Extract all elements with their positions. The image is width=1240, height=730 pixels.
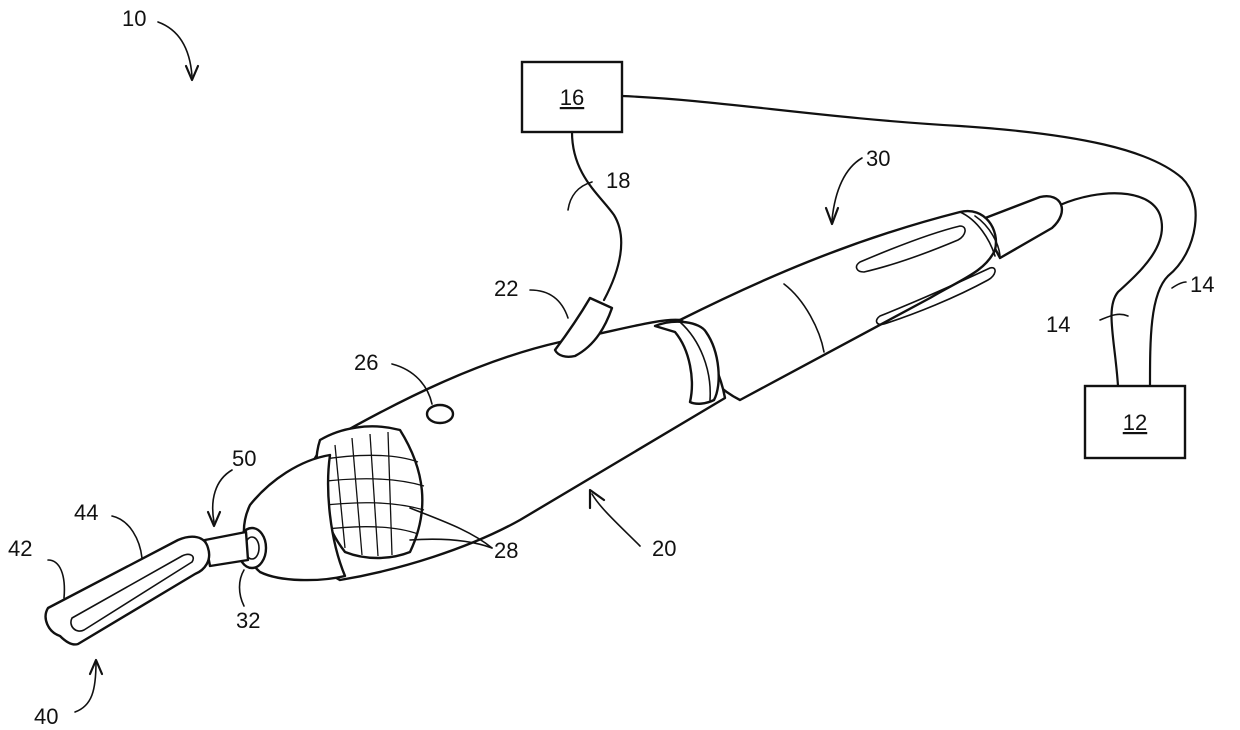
button-26 — [427, 405, 453, 423]
controller-label: 12 — [1123, 410, 1147, 435]
label-14-a: 14 — [1046, 312, 1070, 337]
label-26: 26 — [354, 350, 378, 375]
blade-42 — [46, 537, 209, 645]
label-22: 22 — [494, 276, 518, 301]
label-42: 42 — [8, 536, 32, 561]
label-10: 10 — [122, 6, 146, 31]
box-16-label: 16 — [560, 85, 584, 110]
label-20: 20 — [652, 536, 676, 561]
label-44: 44 — [74, 500, 98, 525]
label-32: 32 — [236, 608, 260, 633]
label-40: 40 — [34, 704, 58, 729]
rear-section — [680, 211, 996, 400]
label-18: 18 — [606, 168, 630, 193]
label-50: 50 — [232, 446, 256, 471]
controller-box-12: 12 — [1085, 386, 1185, 458]
line-18 — [572, 132, 621, 300]
cable-14 — [1060, 193, 1162, 386]
shaft-50 — [205, 532, 248, 566]
label-14-b: 14 — [1190, 272, 1214, 297]
handpiece — [46, 196, 1062, 644]
label-30: 30 — [866, 146, 890, 171]
box-16: 16 — [522, 62, 622, 132]
label-28: 28 — [494, 538, 518, 563]
